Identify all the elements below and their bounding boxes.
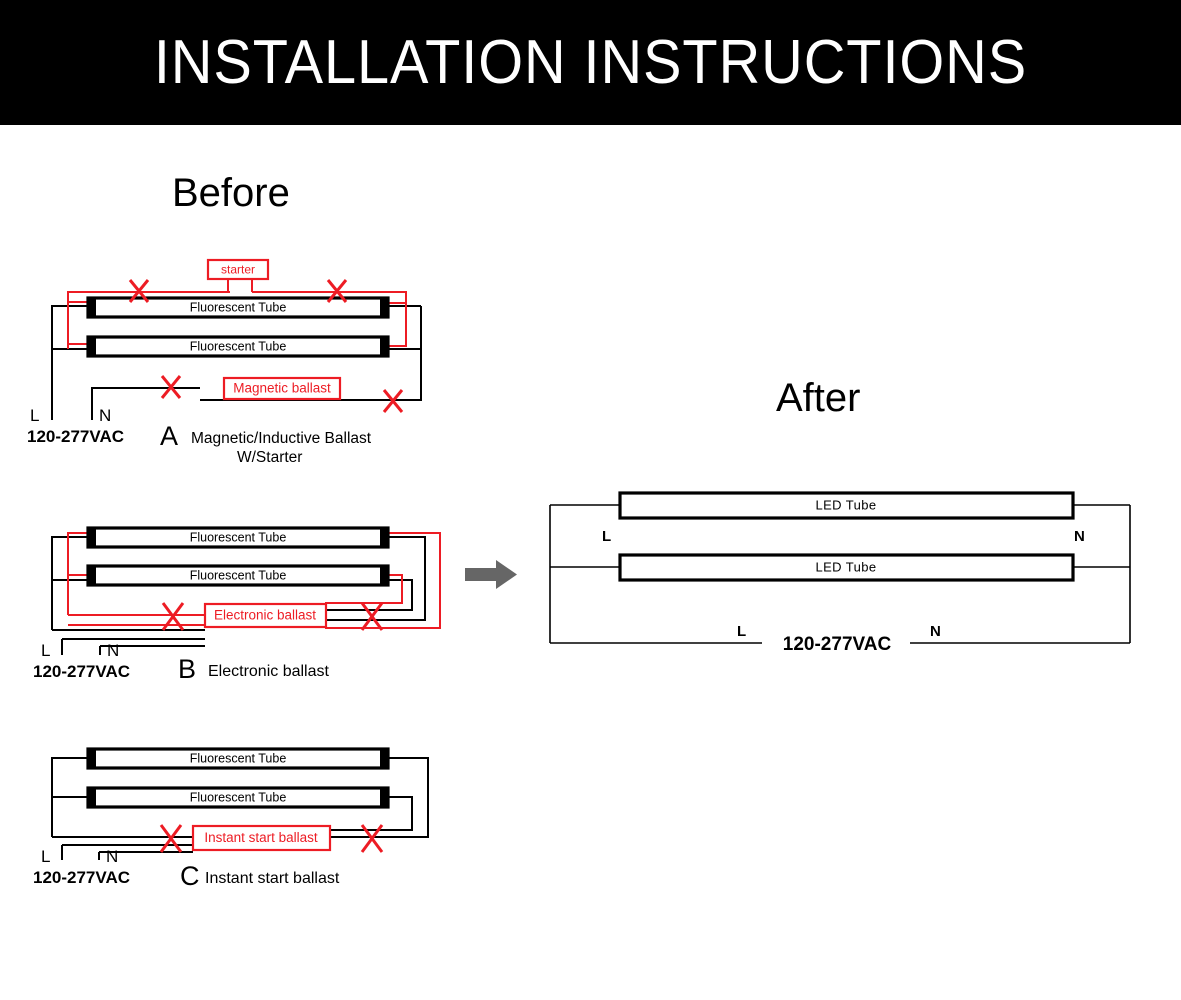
terminal-label-line: L bbox=[41, 641, 50, 660]
remove-mark-x bbox=[161, 602, 384, 631]
terminal-label-neutral: N bbox=[99, 406, 111, 425]
instant-start-ballast-label: Instant start ballast bbox=[204, 830, 318, 845]
tube-label-top: Fluorescent Tube bbox=[190, 300, 287, 314]
header-banner bbox=[0, 0, 1181, 125]
starter-component bbox=[206, 258, 270, 281]
diagram-electronic-ballast: Fluorescent Tube Fluorescent Tube Electr… bbox=[0, 515, 470, 684]
electronic-ballast-label: Electronic ballast bbox=[214, 608, 316, 623]
magnetic-ballast-label: Magnetic ballast bbox=[233, 381, 331, 396]
tube-label-bottom: Fluorescent Tube bbox=[190, 339, 287, 353]
diagram-caption-b: Electronic ballast bbox=[208, 663, 330, 680]
remove-mark-x bbox=[159, 824, 384, 853]
instant-start-ballast-component bbox=[191, 824, 332, 852]
tube-label-bottom: Fluorescent Tube bbox=[190, 790, 287, 804]
page-title: INSTALLATION INSTRUCTIONS bbox=[153, 28, 1028, 97]
diagram-letter-a: A bbox=[160, 421, 178, 451]
terminal-label-line-bottom: L bbox=[737, 623, 746, 640]
diagram-after-led: LED Tube LED Tube L N L N 120-277VAC bbox=[540, 465, 1160, 665]
diagram-letter-c: C bbox=[180, 861, 200, 891]
tube-label-bottom: Fluorescent Tube bbox=[190, 568, 287, 582]
tube-label-top: Fluorescent Tube bbox=[190, 751, 287, 765]
before-heading: Before bbox=[172, 171, 290, 215]
led-tube-top bbox=[618, 491, 1075, 520]
terminal-label-line: L bbox=[41, 847, 50, 866]
supply-voltage-label: 120-277VAC bbox=[33, 662, 130, 681]
terminal-label-neutral: N bbox=[106, 847, 118, 866]
diagram-caption-c: Instant start ballast bbox=[205, 870, 340, 887]
tube-label-top: Fluorescent Tube bbox=[190, 530, 287, 544]
led-tube-bottom bbox=[618, 553, 1075, 582]
starter-label: starter bbox=[221, 263, 255, 277]
diagram-instant-start-ballast: Fluorescent Tube Fluorescent Tube Instan… bbox=[0, 740, 470, 900]
led-tube-label-top: LED Tube bbox=[815, 497, 876, 512]
diagram-magnetic-ballast: starter Fluorescent Tube Fluorescent Tub… bbox=[0, 246, 470, 476]
led-tube-label-bottom: LED Tube bbox=[815, 559, 876, 574]
electronic-ballast-component bbox=[203, 602, 328, 629]
diagram-caption-a-line1: Magnetic/Inductive Ballast bbox=[191, 430, 372, 447]
arrow-right-icon bbox=[463, 558, 521, 592]
terminal-label-line: L bbox=[30, 406, 39, 425]
terminal-label-line-top: L bbox=[602, 528, 611, 545]
supply-voltage-label: 120-277VAC bbox=[783, 634, 892, 655]
remove-mark-x bbox=[128, 279, 404, 413]
supply-voltage-label: 120-277VAC bbox=[33, 868, 130, 887]
terminal-label-neutral-top: N bbox=[1074, 528, 1085, 545]
terminal-label-neutral: N bbox=[107, 641, 119, 660]
supply-voltage-label: 120-277VAC bbox=[27, 427, 124, 446]
magnetic-ballast-component bbox=[222, 376, 342, 401]
after-heading: After bbox=[776, 376, 861, 420]
diagram-caption-a-line2: W/Starter bbox=[237, 449, 302, 466]
diagram-letter-b: B bbox=[178, 654, 196, 684]
terminal-label-neutral-bottom: N bbox=[930, 623, 941, 640]
